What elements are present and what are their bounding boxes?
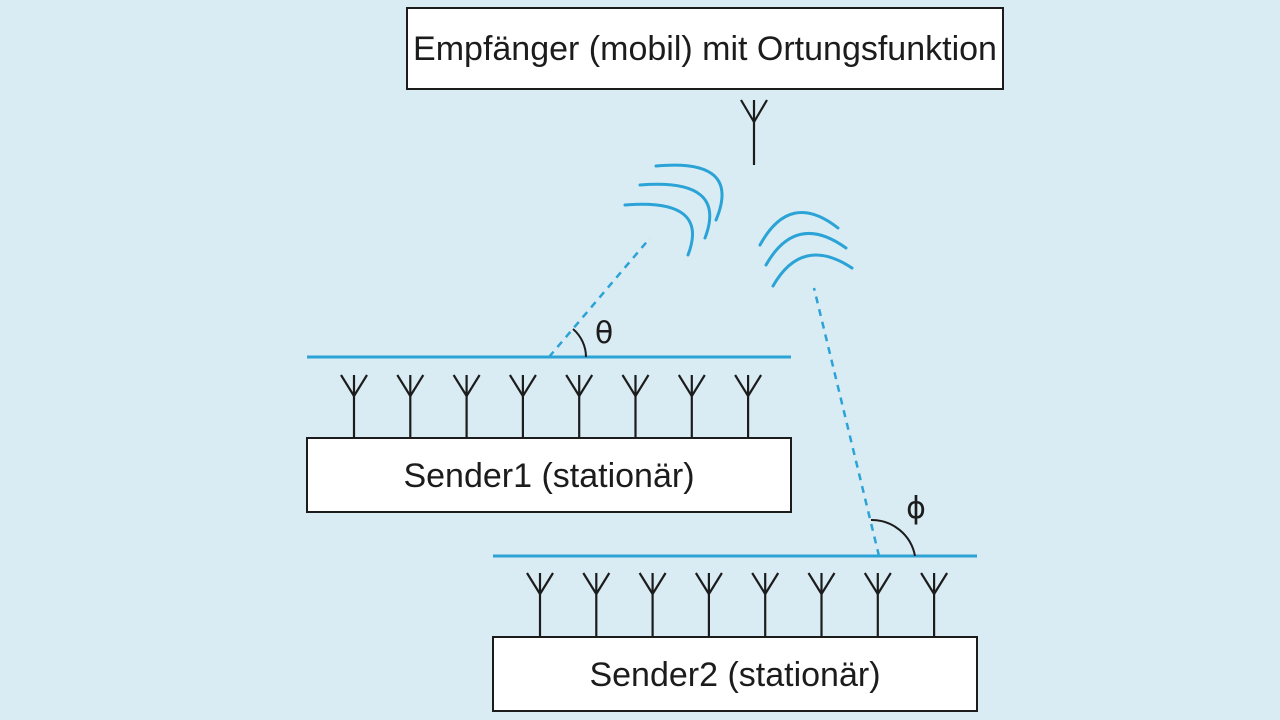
receiver-antenna-icon [740, 99, 768, 165]
antenna-icon [734, 374, 763, 438]
sender2-direction-line [812, 287, 881, 557]
signal-waves-sender2 [758, 211, 854, 288]
antenna-icon [526, 572, 554, 637]
sender2-angle-label: ϕ [906, 491, 926, 526]
sender1-angle-label: θ [595, 316, 613, 351]
sender1-box [306, 437, 792, 513]
signal-wave-arc [758, 211, 840, 247]
signal-waves-sender1 [623, 163, 724, 257]
sender2-angle-arc [870, 518, 916, 557]
antenna-icon [621, 374, 650, 438]
antenna-icon [807, 572, 836, 637]
signal-wave-arc [638, 182, 712, 240]
antenna-icon [508, 374, 537, 438]
sender2-box [492, 636, 978, 712]
antenna-icon [396, 374, 425, 438]
signal-wave-arc [764, 232, 848, 267]
antenna-icon [452, 374, 481, 438]
antenna-icon [340, 374, 368, 438]
antenna-icon [565, 374, 594, 438]
sender1-direction-line [548, 237, 651, 358]
sender1-angle-arc [572, 328, 587, 358]
receiver-box [406, 7, 1004, 90]
signal-wave-arc [654, 163, 724, 222]
receiver: Empfänger (mobil) mit Ortungsfunktion [406, 7, 1004, 165]
signal-wave-arc [771, 253, 854, 288]
sender2: ϕ Sender2 (stationär) [492, 287, 978, 712]
receiver-label: Empfänger (mobil) mit Ortungsfunktion [413, 30, 997, 68]
antenna-icon [751, 572, 780, 637]
antenna-icon [677, 374, 706, 438]
sender2-antenna-array [526, 572, 949, 637]
signal-wave-arc [623, 202, 694, 257]
antenna-icon [694, 572, 723, 637]
antenna-icon [920, 572, 949, 637]
antenna-icon [582, 572, 611, 637]
sender1-antenna-array [340, 374, 763, 438]
antenna-icon [863, 572, 892, 637]
sender1: θ Sender1 (stationär) [306, 237, 792, 513]
sender2-label: Sender2 (stationär) [589, 656, 880, 694]
sender1-label: Sender1 (stationär) [403, 457, 694, 495]
antenna-icon [638, 572, 667, 637]
